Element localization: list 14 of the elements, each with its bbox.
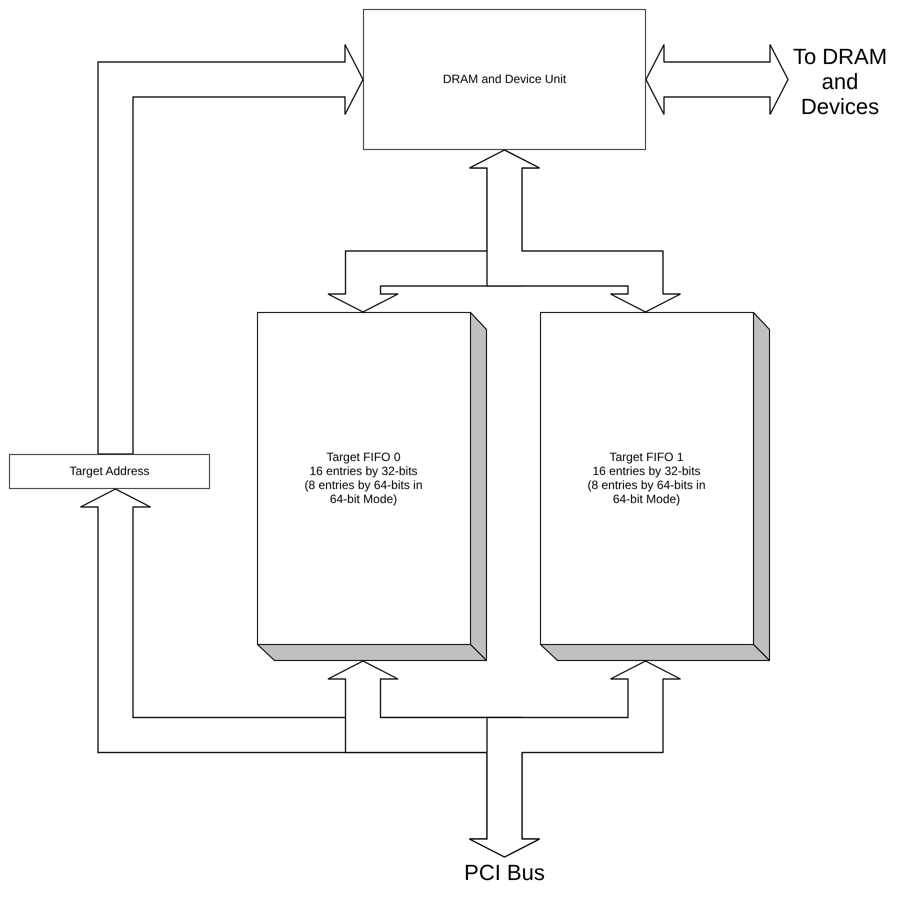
register-box (9, 454, 210, 489)
fifo-title: Target FIFO 1 (609, 450, 684, 464)
bus-arrow (97, 44, 364, 455)
fifo-description: 16 entries by 32-bits (8 entries by 64-bits in 64-bit Mode) (586, 464, 706, 506)
box-label: Target Address (69, 464, 150, 479)
unit-box (363, 9, 646, 150)
box-label: DRAM and Device Unit (442, 72, 566, 87)
bus-label: To DRAM and Devices (792, 44, 888, 118)
bus-arrow (645, 44, 789, 116)
bus-arrow (468, 149, 682, 313)
fifo-description: 16 entries by 32-bits (8 entries by 64-bits in 64-bit Mode) (304, 464, 424, 506)
bus-label: PCI Bus (464, 860, 545, 884)
fifo-title: Target FIFO 0 (326, 450, 401, 464)
bus-arrow (468, 660, 682, 858)
